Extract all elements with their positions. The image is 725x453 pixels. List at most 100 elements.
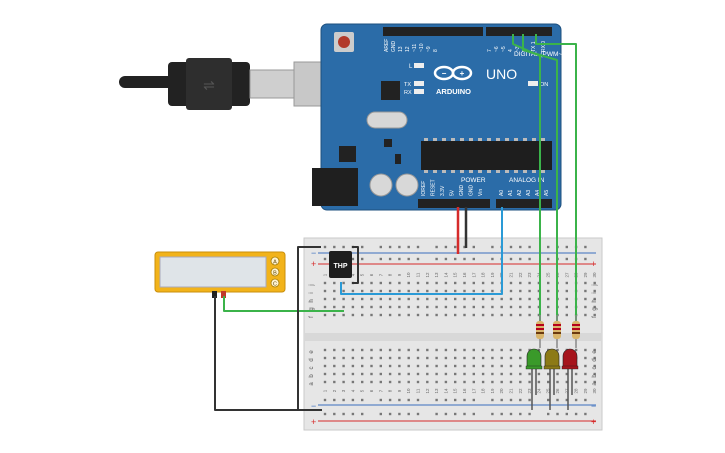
rx-label: RX <box>404 90 412 96</box>
column-label: 4 <box>350 273 355 276</box>
top-pin-label: ~9 <box>426 46 432 52</box>
atmega-chip <box>421 141 552 170</box>
column-label: 30 <box>592 272 597 278</box>
column-label: 5 <box>360 389 365 392</box>
row-label: b <box>309 374 315 378</box>
capacitor-2 <box>395 173 419 197</box>
wire-green-2 <box>522 34 558 322</box>
row-label: g <box>309 307 315 310</box>
column-label: 1 <box>323 389 328 392</box>
led-yellow <box>543 348 561 410</box>
power-jack <box>312 168 358 206</box>
top-pin-label: ~10 <box>419 43 425 52</box>
column-label: 26 <box>555 388 560 394</box>
column-label: 20 <box>499 388 504 394</box>
column-label: 4 <box>350 389 355 392</box>
row-label: c <box>309 367 315 370</box>
l-label: L <box>409 64 413 70</box>
analog-header-label: ANALOG IN <box>509 177 545 184</box>
row-label: c <box>592 367 598 370</box>
led-red <box>561 348 579 410</box>
column-label: 23 <box>527 388 532 394</box>
usb-plug-grip <box>186 58 232 110</box>
column-label: 9 <box>397 389 402 392</box>
resistor-3 <box>572 315 580 348</box>
lcd-display: A B C <box>154 251 286 298</box>
lcd-button-c-label: C <box>273 282 277 288</box>
brand-label: ARDUINO <box>436 87 471 96</box>
column-label: 11 <box>416 388 421 393</box>
column-label: 10 <box>406 388 411 394</box>
column-label: 22 <box>518 272 523 278</box>
column-label: 22 <box>518 388 523 394</box>
column-label: 24 <box>536 388 541 394</box>
column-label: 12 <box>425 388 430 394</box>
power-pin-label: RESET <box>431 179 437 196</box>
column-label: 7 <box>378 273 383 276</box>
thp-sensor: THP <box>329 251 352 278</box>
breadboard-column-labels: 1122334455667788991010111112121313141415… <box>323 272 598 394</box>
resistor-2 <box>553 315 561 348</box>
column-label: 10 <box>406 272 411 278</box>
row-label: b <box>592 374 598 378</box>
column-label: 29 <box>583 388 588 394</box>
capacitor-1 <box>369 173 393 197</box>
analog-pin-label: A2 <box>517 190 523 196</box>
rail-minus-top-right: − <box>591 248 596 258</box>
lcd-screen <box>159 256 267 288</box>
column-label: 21 <box>509 272 514 278</box>
power-pin-label: Vin <box>478 189 484 196</box>
regulator <box>339 146 356 162</box>
column-label: 8 <box>388 389 393 392</box>
lcd-button-b[interactable] <box>270 267 280 277</box>
sensor-label: THP <box>334 263 348 270</box>
column-label: 17 <box>471 388 476 394</box>
top-pin-label: ~11 <box>412 44 418 52</box>
power-header <box>418 199 490 208</box>
top-pin-label: ~3 <box>515 46 521 52</box>
tx-label: TX <box>404 82 411 88</box>
column-label: 6 <box>369 389 374 392</box>
power-pin-label: 3.3V <box>440 185 446 196</box>
rail-plus-top: + <box>311 259 316 269</box>
row-label: a <box>592 382 598 386</box>
column-label: 13 <box>434 388 439 394</box>
svg-text:+: + <box>460 69 465 78</box>
row-label: d <box>592 358 598 361</box>
lcd-button-c[interactable] <box>270 278 280 288</box>
analog-pin-label: A5 <box>544 190 550 196</box>
column-label: 15 <box>453 272 458 278</box>
arduino-logo: − + <box>433 65 473 81</box>
column-label: 18 <box>481 272 486 278</box>
resistor-1 <box>536 315 544 348</box>
column-label: 15 <box>453 388 458 394</box>
column-label: 29 <box>583 272 588 278</box>
top-pin-label: GND <box>391 41 397 53</box>
analog-pin-label: A1 <box>508 190 514 196</box>
wire-black-sensor <box>352 246 359 284</box>
lcd-button-a[interactable] <box>270 256 280 266</box>
wires <box>214 34 577 411</box>
center-channel <box>304 333 602 341</box>
column-label: 9 <box>397 273 402 276</box>
rail-plus-top-right: + <box>591 259 596 269</box>
column-label: 27 <box>564 388 569 394</box>
column-label: 21 <box>509 388 514 394</box>
top-pin-label: ~6 <box>494 46 500 52</box>
row-label: i <box>309 292 315 293</box>
row-label: f <box>309 316 315 318</box>
top-pin-label: AREF <box>384 39 390 52</box>
top-pin-label: TX 1 <box>531 41 537 52</box>
row-label: d <box>309 358 315 361</box>
top-pin-label: RX 0 <box>541 41 547 52</box>
lcd-button-a-label: A <box>273 260 277 266</box>
top-pin-label: 13 <box>398 46 404 52</box>
lcd-pin-1 <box>212 291 217 298</box>
analog-header <box>496 199 552 208</box>
wire-black-lcd-gnd <box>214 296 322 411</box>
column-label: 6 <box>369 273 374 276</box>
crystal <box>366 111 408 129</box>
column-label: 16 <box>462 272 467 278</box>
